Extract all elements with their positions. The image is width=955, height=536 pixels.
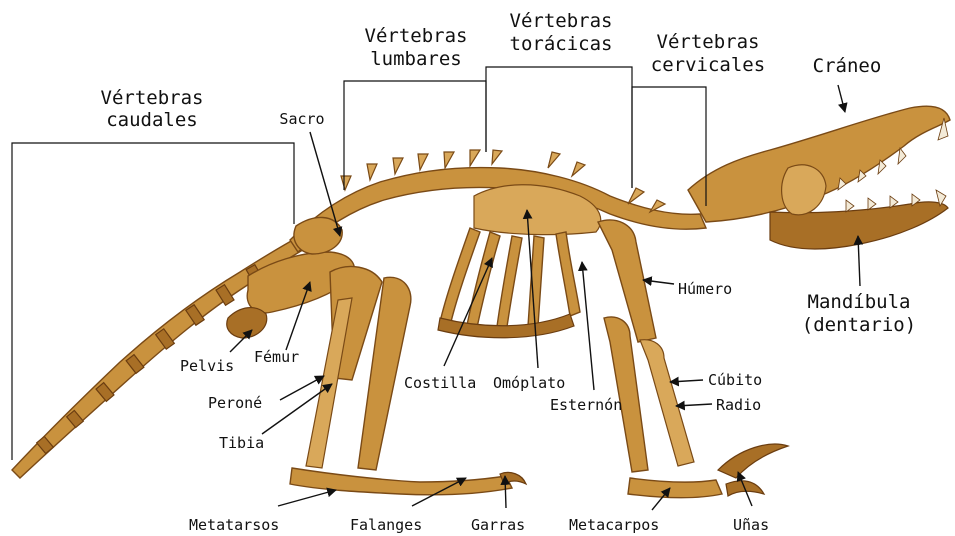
label-caudales-line1: Vértebras (101, 87, 204, 109)
craneo-leader (838, 85, 845, 112)
label-mandibula-line1: Mandíbula (808, 291, 911, 313)
radio-leader (676, 404, 712, 406)
label-unas: Uñas (733, 516, 769, 534)
label-metatarsos: Metatarsos (189, 516, 279, 534)
label-lumbares-line2: lumbares (370, 48, 462, 70)
label-lumbares-line1: Vértebras (365, 25, 468, 47)
label-cervicales-line1: Vértebras (657, 31, 760, 53)
label-cubito: Cúbito (708, 371, 762, 389)
rib-cage (438, 185, 601, 338)
label-perone: Peroné (208, 394, 262, 412)
label-metacarpos: Metacarpos (569, 516, 659, 534)
label-omoplato: Omóplato (493, 374, 565, 392)
label-mandibula-line2: (dentario) (802, 314, 916, 336)
label-toracicas-line1: Vértebras (510, 10, 613, 32)
label-falanges: Falanges (350, 516, 422, 534)
label-caudales-line2: caudales (106, 109, 198, 131)
humero-leader (643, 280, 674, 284)
garras-leader (505, 476, 506, 508)
label-garras: Garras (471, 516, 525, 534)
label-cervicales-line2: cervicales (651, 54, 765, 76)
label-costilla: Costilla (404, 374, 476, 392)
label-femur: Fémur (254, 348, 299, 366)
label-tibia: Tibia (219, 434, 264, 452)
fore-leg (598, 220, 788, 498)
esternon-leader (582, 262, 594, 390)
perone-leader (280, 376, 324, 400)
label-radio: Radio (716, 396, 761, 414)
skull (688, 106, 950, 249)
cubito-leader (670, 380, 703, 382)
label-humero: Húmero (678, 280, 732, 298)
label-craneo: Cráneo (813, 55, 882, 77)
label-toracicas-line2: torácicas (510, 33, 613, 55)
label-esternon: Esternón (550, 396, 622, 414)
label-pelvis: Pelvis (180, 357, 234, 375)
label-sacro: Sacro (279, 110, 324, 128)
metatarsos-leader (278, 490, 336, 506)
